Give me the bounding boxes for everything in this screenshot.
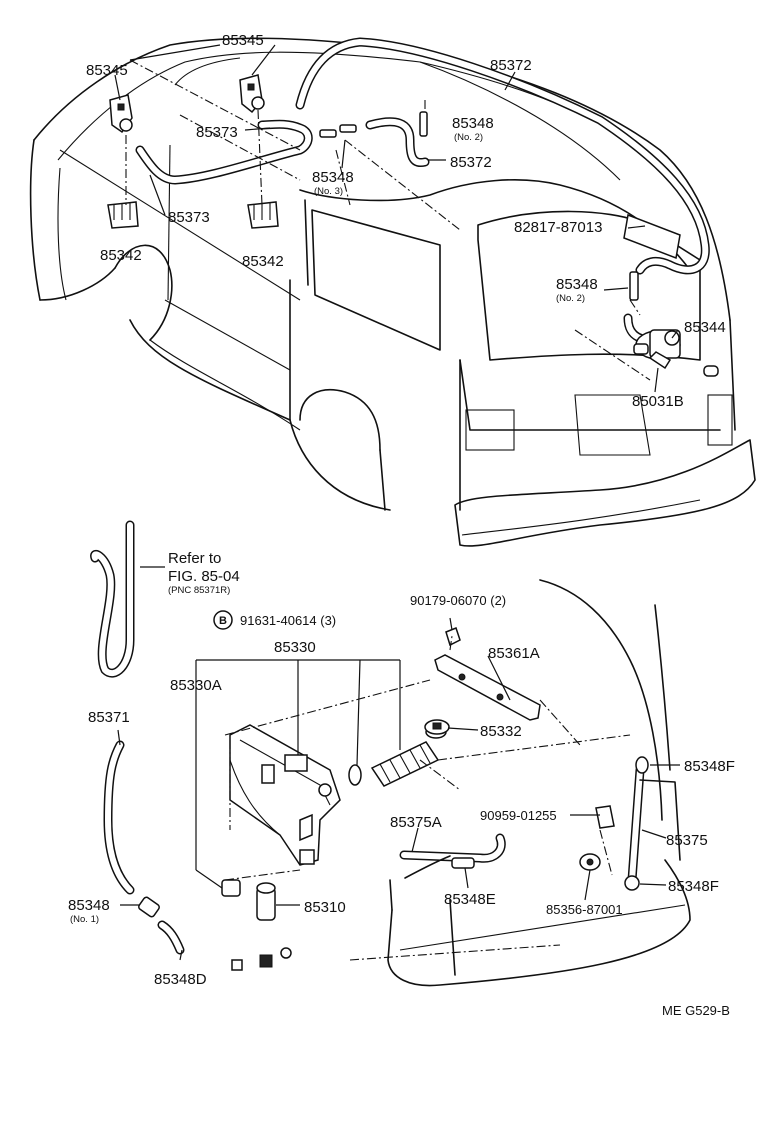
label-85373-lower: 85373 (168, 209, 210, 226)
label-85361a: 85361A (488, 645, 540, 662)
part-labels: 85345 85345 85372 85373 85348 (No. 2) 85… (68, 32, 735, 1018)
label-85031b: 85031B (632, 393, 684, 410)
bolt-marker-b (213, 610, 233, 630)
label-85348f-bottom: 85348F (668, 878, 719, 895)
lower-leader-lines (117, 617, 680, 961)
label-85342-right: 85342 (242, 253, 284, 270)
label-85344: 85344 (684, 319, 726, 336)
filler-neck-85330a (348, 725, 447, 787)
nozzle-85345-left (109, 94, 133, 134)
label-85348d: 85348D (154, 971, 207, 988)
nozzle-85345-right (239, 74, 265, 114)
clip-90959 (595, 805, 615, 829)
joint-85348-no2-rear (629, 271, 639, 301)
joint-85348-no1 (138, 896, 160, 918)
label-85348-no1: 85348 (68, 897, 110, 914)
figure-code: ME G529-B (662, 1003, 730, 1018)
cap-85332 (424, 719, 450, 735)
bolt-90179 (445, 627, 461, 647)
bracket-85361a (434, 654, 541, 721)
hose-85373 (135, 119, 313, 185)
label-85348-no2-rear: 85348 (556, 276, 598, 293)
label-85348f-top: 85348F (684, 758, 735, 775)
label-90959: 90959-01255 (480, 808, 557, 823)
label-85345-top: 85345 (222, 32, 264, 49)
label-91631: 91631-40614 (3) (240, 613, 336, 628)
grommet-85356 (579, 853, 601, 871)
upper-phantom-lines (125, 59, 651, 381)
label-85375: 85375 (666, 832, 708, 849)
clip-85342-right (247, 201, 279, 229)
joint-85348-no2-top (419, 111, 428, 137)
label-85372-mid: 85372 (450, 154, 492, 171)
lower-body-outline (387, 579, 691, 987)
hose-85348d (157, 920, 185, 955)
van-body-outline (29, 37, 756, 547)
upper-leader-lines (114, 44, 679, 393)
roof-hose-85372 (295, 37, 710, 275)
label-85371: 85371 (88, 709, 130, 726)
hose-85375 (624, 756, 649, 891)
label-85342-left: 85342 (100, 247, 142, 264)
label-refer-pnc: (PNC 85371R) (168, 585, 230, 596)
label-85348-no3-sub: (No. 3) (314, 186, 343, 197)
label-85310: 85310 (304, 899, 346, 916)
label-85372-top: 85372 (490, 57, 532, 74)
label-85375a: 85375A (390, 814, 442, 831)
label-82817: 82817-87013 (514, 219, 602, 236)
label-refer-fig: FIG. 85-04 (168, 568, 240, 585)
label-85373-upper: 85373 (196, 124, 238, 141)
label-90179: 90179-06070 (2) (410, 593, 506, 608)
label-85345-left: 85345 (86, 62, 128, 79)
label-refer-to: Refer to (168, 550, 221, 567)
label-85356: 85356-87001 (546, 902, 623, 917)
clip-85342-left (107, 201, 139, 229)
lower-phantom-lines (224, 635, 631, 961)
label-85348-no1-sub: (No. 1) (70, 914, 99, 925)
label-85348e: 85348E (444, 891, 496, 908)
label-85348-no2-top-sub: (No. 2) (454, 132, 483, 143)
hose-85375a (399, 833, 506, 869)
label-85330a: 85330A (170, 677, 222, 694)
label-85348-no2-rear-sub: (No. 2) (556, 293, 585, 304)
label-85348-no2-top: 85348 (452, 115, 494, 132)
label-plate-82817 (623, 213, 681, 260)
hose-85372-mid (365, 117, 430, 167)
washer-tank-85330 (229, 724, 341, 866)
label-85330: 85330 (274, 639, 316, 656)
hose-85371r-reference (90, 520, 165, 678)
label-85332: 85332 (480, 723, 522, 740)
hose-85371 (103, 740, 135, 895)
joint-85348-no3 (319, 124, 357, 138)
label-85348-no3: 85348 (312, 169, 354, 186)
label-bolt-marker: B (219, 615, 227, 627)
pump-85310 (221, 879, 292, 971)
